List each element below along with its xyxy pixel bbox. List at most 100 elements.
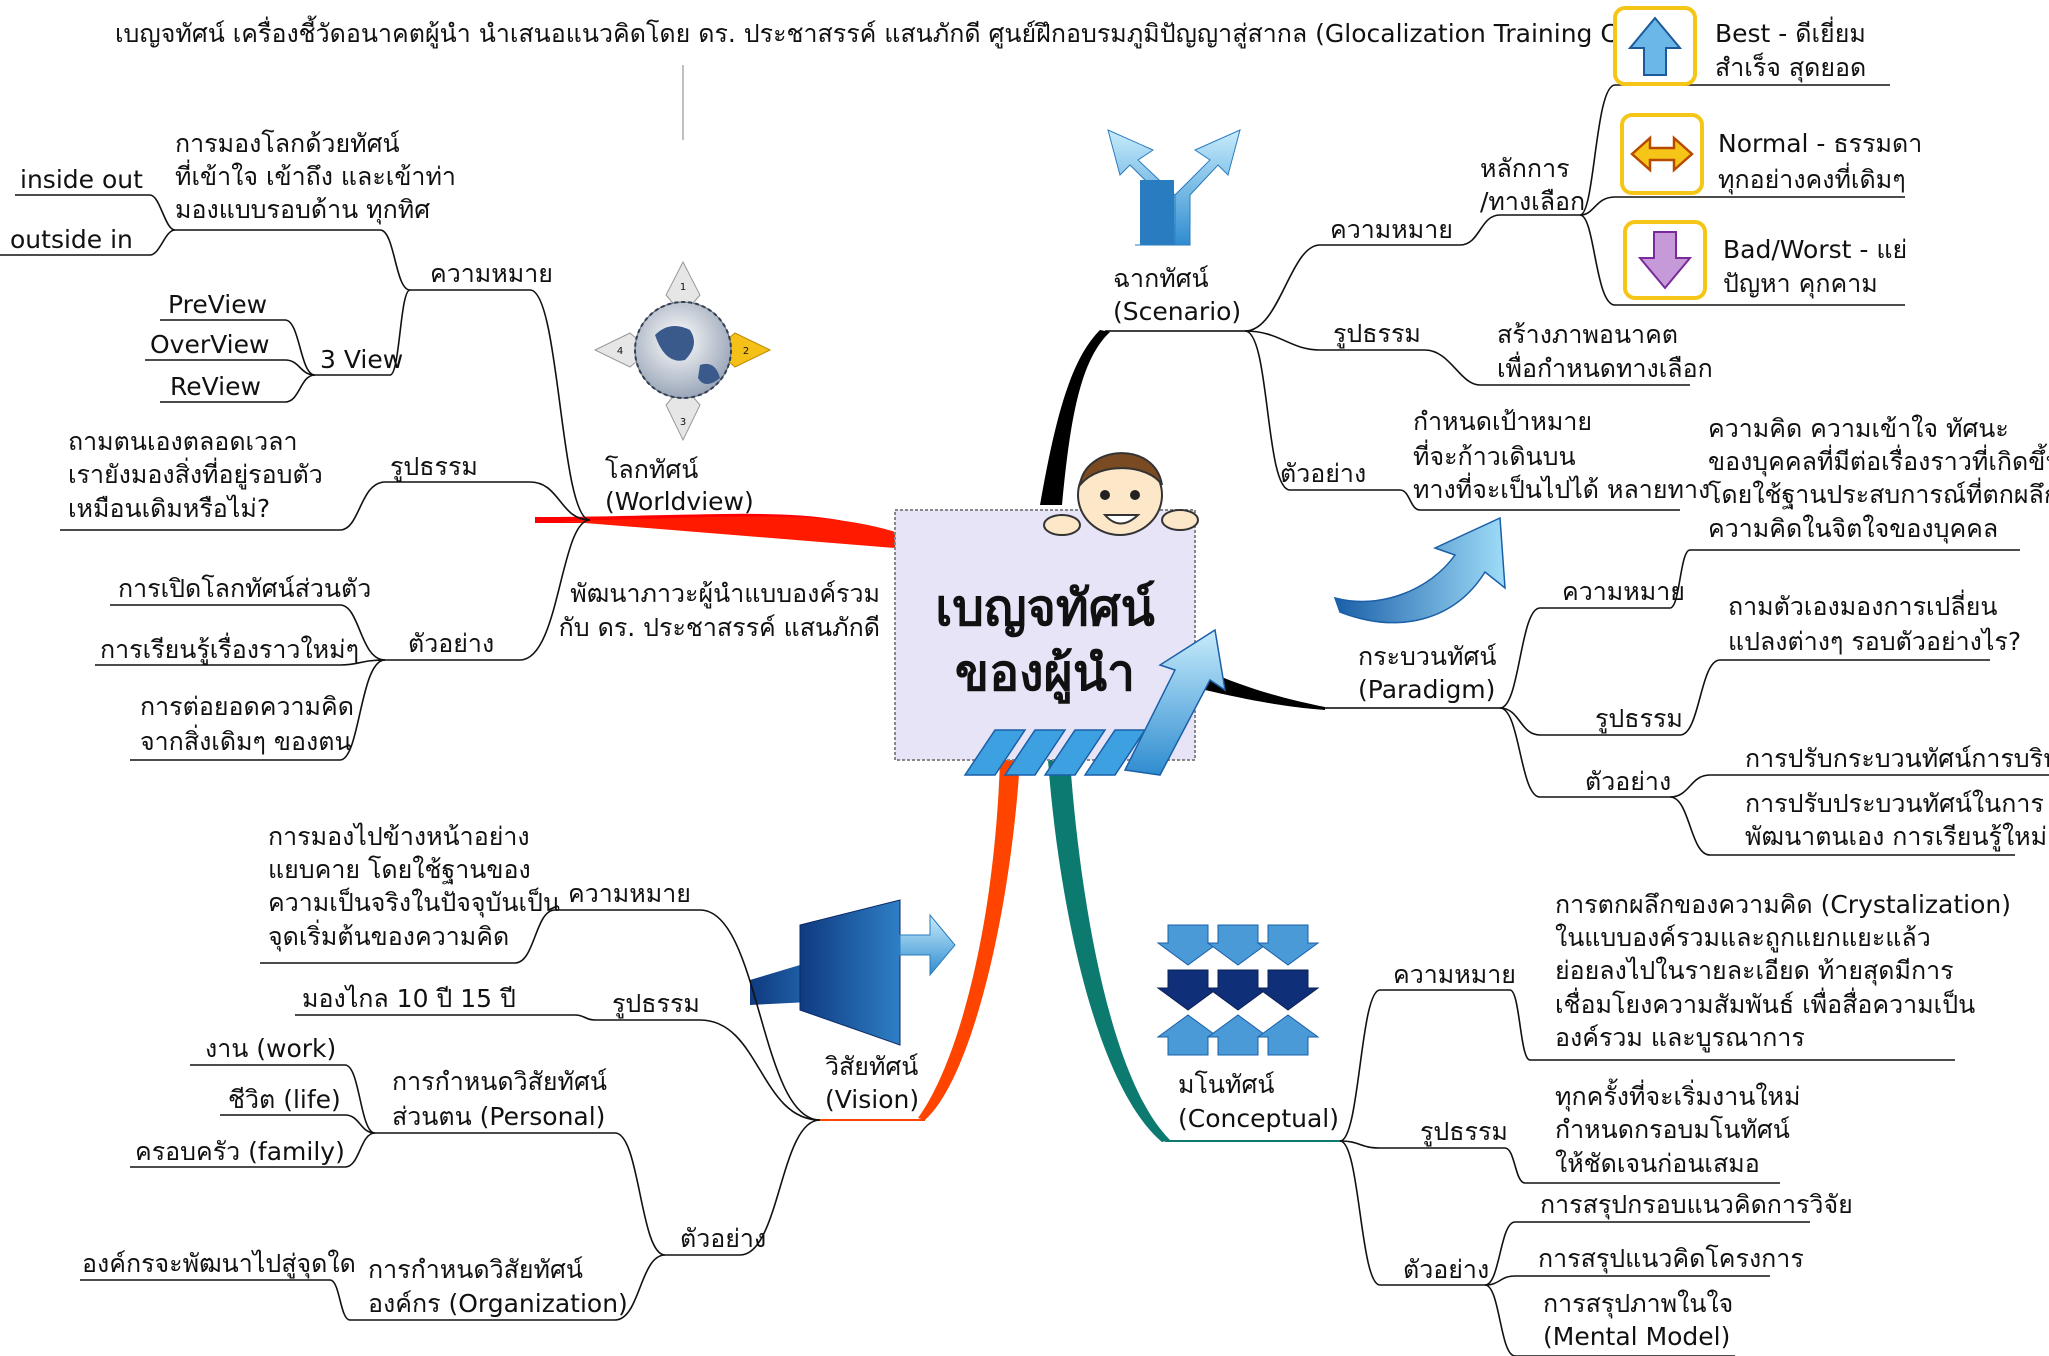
paradigm-title: กระบวนทัศน์ xyxy=(1358,642,1497,671)
header-title: เบญจทัศน์ เครื่องชี้วัดอนาคตผู้นำ นำเสนอ… xyxy=(115,15,1694,49)
worldview-view-preview: PreView xyxy=(168,290,267,319)
worldview-example-3-line1: การต่อยอดความคิด xyxy=(140,692,354,721)
worldview-title: โลกทัศน์ xyxy=(605,455,699,484)
worldview-subtitle: (Worldview) xyxy=(605,487,754,516)
compass-num-3: 3 xyxy=(680,417,686,428)
conceptual-meaning-line4: เชื่อมโยงความสัมพันธ์ เพื่อสื่อความเป็น xyxy=(1555,987,1975,1019)
vision-meaning-label: ความหมาย xyxy=(568,879,691,908)
bad-line2: ปัญหา คุกคาม xyxy=(1723,269,1878,299)
worldview-form-label: รูปธรรม xyxy=(390,452,478,482)
conceptual-meaning-line2: ในแบบองค์รวมและถูกแยกแยะแล้ว xyxy=(1555,923,1931,953)
worldview-meaning-line2: ที่เข้าใจ เข้าถึง และเข้าท่า xyxy=(175,159,456,191)
split-arrow-icon xyxy=(1107,129,1241,246)
scenario-principle-line1: หลักการ xyxy=(1480,154,1570,183)
worldview-example-label: ตัวอย่าง xyxy=(408,629,494,658)
conceptual-node[interactable]: มโนทัศน์ (Conceptual) xyxy=(1156,924,1339,1133)
best-line1: Best - ดีเยี่ยม xyxy=(1715,16,1866,48)
scenario-lines xyxy=(1244,84,1905,511)
vision-arrow-icon xyxy=(750,899,956,1046)
vision-org-item: องค์กรจะพัฒนาไปสู่จุดใด xyxy=(82,1249,356,1279)
center-title-line2: ของผู้นำ xyxy=(955,644,1135,704)
scenario-example-line1: กำหนดเป้าหมาย xyxy=(1413,407,1592,436)
vision-subtitle: (Vision) xyxy=(825,1085,919,1114)
normal-line2: ทุกอย่างคงที่เดิมๆ xyxy=(1718,162,1906,195)
worldview-3view-label: 3 View xyxy=(320,345,403,374)
worldview-example-1: การเปิดโลกทัศน์ส่วนตัว xyxy=(118,574,371,603)
worldview-inside-out: inside out xyxy=(20,165,143,194)
scenario-option-bad[interactable]: Bad/Worst - แย่ ปัญหา คุกคาม xyxy=(1623,220,1907,300)
paradigm-subtitle: (Paradigm) xyxy=(1358,675,1495,704)
conceptual-example-3-line2: (Mental Model) xyxy=(1543,1322,1730,1351)
conceptual-form-line1: ทุกครั้งที่จะเริ่มงานใหม่ xyxy=(1555,1078,1800,1112)
conceptual-subtitle: (Conceptual) xyxy=(1178,1104,1339,1133)
conceptual-meaning-line5: องค์รวม และบูรณาการ xyxy=(1555,1023,1805,1053)
branch-paradigm xyxy=(1205,670,1325,710)
vision-node[interactable]: วิสัยทัศน์ (Vision) xyxy=(750,899,956,1114)
vision-personal-family: ครอบครัว (family) xyxy=(135,1137,345,1166)
left-right-arrow-icon xyxy=(1630,135,1694,173)
paradigm-example-2-line1: การปรับประบวนทัศน์ในการ xyxy=(1745,789,2044,818)
paradigm-form-label: รูปธรรม xyxy=(1595,704,1683,734)
vision-meaning-line2: แยบคาย โดยใช้ฐานของ xyxy=(268,855,531,884)
conceptual-example-3-line1: การสรุปภาพในใจ xyxy=(1543,1289,1733,1319)
center-title-line1: เบญจทัศน์ xyxy=(935,579,1155,637)
paradigm-meaning-line2: ของบุคคลที่มีต่อเรื่องราวที่เกิดขึ้น xyxy=(1708,443,2049,477)
scenario-example-line3: ทางที่จะเป็นไปได้ หลายทาง xyxy=(1413,472,1710,504)
curved-arrow-icon xyxy=(1333,516,1506,624)
conceptual-example-2: การสรุปแนวคิดโครงการ xyxy=(1538,1244,1804,1274)
scenario-subtitle: (Scenario) xyxy=(1113,297,1241,326)
scenario-principle-line2: /ทางเลือก xyxy=(1480,187,1585,216)
conceptual-form-label: รูปธรรม xyxy=(1420,1117,1508,1147)
scenario-title: ฉากทัศน์ xyxy=(1113,264,1209,293)
worldview-form-line2: เรายังมองสิ่งที่อยู่รอบตัว xyxy=(68,457,323,490)
paradigm-meaning-label: ความหมาย xyxy=(1562,577,1685,606)
paradigm-form-line1: ถามตัวเองมองการเปลี่ยน xyxy=(1728,589,1997,621)
down-arrow-icon xyxy=(1637,231,1693,290)
paradigm-node[interactable]: กระบวนทัศน์ (Paradigm) xyxy=(1333,516,1506,704)
worldview-meaning-label: ความหมาย xyxy=(430,259,553,288)
branch-scenario xyxy=(1040,330,1110,505)
branch-conceptual xyxy=(1048,760,1170,1142)
paradigm-meaning-line1: ความคิด ความเข้าใจ ทัศนะ xyxy=(1708,414,2009,443)
compass-num-4: 4 xyxy=(617,346,623,357)
vision-org-line1: การกำหนดวิสัยทัศน์ xyxy=(368,1255,583,1284)
worldview-node[interactable]: 1 2 3 4 โลกทัศน์ (Worldview) xyxy=(593,260,772,516)
scenario-meaning-label: ความหมาย xyxy=(1330,215,1453,244)
cartoon-face-icon xyxy=(1043,452,1199,536)
conceptual-example-label: ตัวอย่าง xyxy=(1403,1255,1489,1284)
center-caption-line1: พัฒนาภาวะผู้นำแบบองค์รวม xyxy=(570,579,880,609)
up-arrow-icon xyxy=(1627,16,1683,76)
scenario-form-line1: สร้างภาพอนาคต xyxy=(1497,320,1678,349)
globe-compass-icon: 1 2 3 4 xyxy=(593,260,772,442)
scenario-form-line2: เพื่อกำหนดทางเลือก xyxy=(1497,351,1713,383)
worldview-meaning-line1: การมองโลกด้วยทัศน์ xyxy=(175,129,400,158)
main-branches xyxy=(534,330,1500,1142)
center-node[interactable]: เบญจทัศน์ ของผู้นำ พัฒนาภาวะผู้นำแบบองค์… xyxy=(559,452,1227,776)
conceptual-meaning-line1: การตกผลึกของความคิด (Crystalization) xyxy=(1555,890,2011,919)
paradigm-example-1: การปรับกระบวนทัศน์การบริหาร xyxy=(1745,744,2049,773)
scenario-node[interactable]: ฉากทัศน์ (Scenario) xyxy=(1107,129,1241,326)
scenario-option-normal[interactable]: Normal - ธรรมดา ทุกอย่างคงที่เดิมๆ xyxy=(1620,113,1922,195)
worldview-example-3-line2: จากสิ่งเดิมๆ ของตน xyxy=(140,724,352,756)
conceptual-lines xyxy=(1339,989,1955,1356)
vision-meaning-line3: ความเป็นจริงในปัจจุบันเป็น xyxy=(268,887,560,918)
worldview-example-2: การเรียนรู้เรื่องราวใหม่ๆ xyxy=(100,632,359,665)
worldview-view-review: ReView xyxy=(170,372,261,401)
conceptual-title: มโนทัศน์ xyxy=(1178,1070,1275,1099)
worldview-outside-in: outside in xyxy=(10,225,133,254)
vision-example-label: ตัวอย่าง xyxy=(680,1224,766,1253)
conceptual-example-1: การสรุปกรอบแนวคิดการวิจัย xyxy=(1540,1190,1853,1220)
conceptual-meaning-label: ความหมาย xyxy=(1393,960,1516,989)
scenario-option-best[interactable]: Best - ดีเยี่ยม สำเร็จ สุดยอด xyxy=(1613,6,1866,86)
paradigm-lines xyxy=(1499,549,2049,856)
worldview-view-overview: OverView xyxy=(150,330,269,359)
paradigm-meaning-line3: โดยใช้ฐานประสบการณ์ที่ตกผลึก xyxy=(1708,477,2049,509)
vision-personal-line2: ส่วนตน (Personal) xyxy=(392,1102,605,1131)
conceptual-form-line3: ให้ชัดเจนก่อนเสมอ xyxy=(1555,1149,1760,1178)
paradigm-example-2-line2: พัฒนาตนเอง การเรียนรู้ใหม่ xyxy=(1745,822,2047,852)
vision-personal-life: ชีวิต (life) xyxy=(228,1085,341,1114)
scenario-example-label: ตัวอย่าง xyxy=(1280,459,1366,488)
best-line2: สำเร็จ สุดยอด xyxy=(1715,52,1866,83)
growth-arrow-icon xyxy=(963,628,1227,776)
